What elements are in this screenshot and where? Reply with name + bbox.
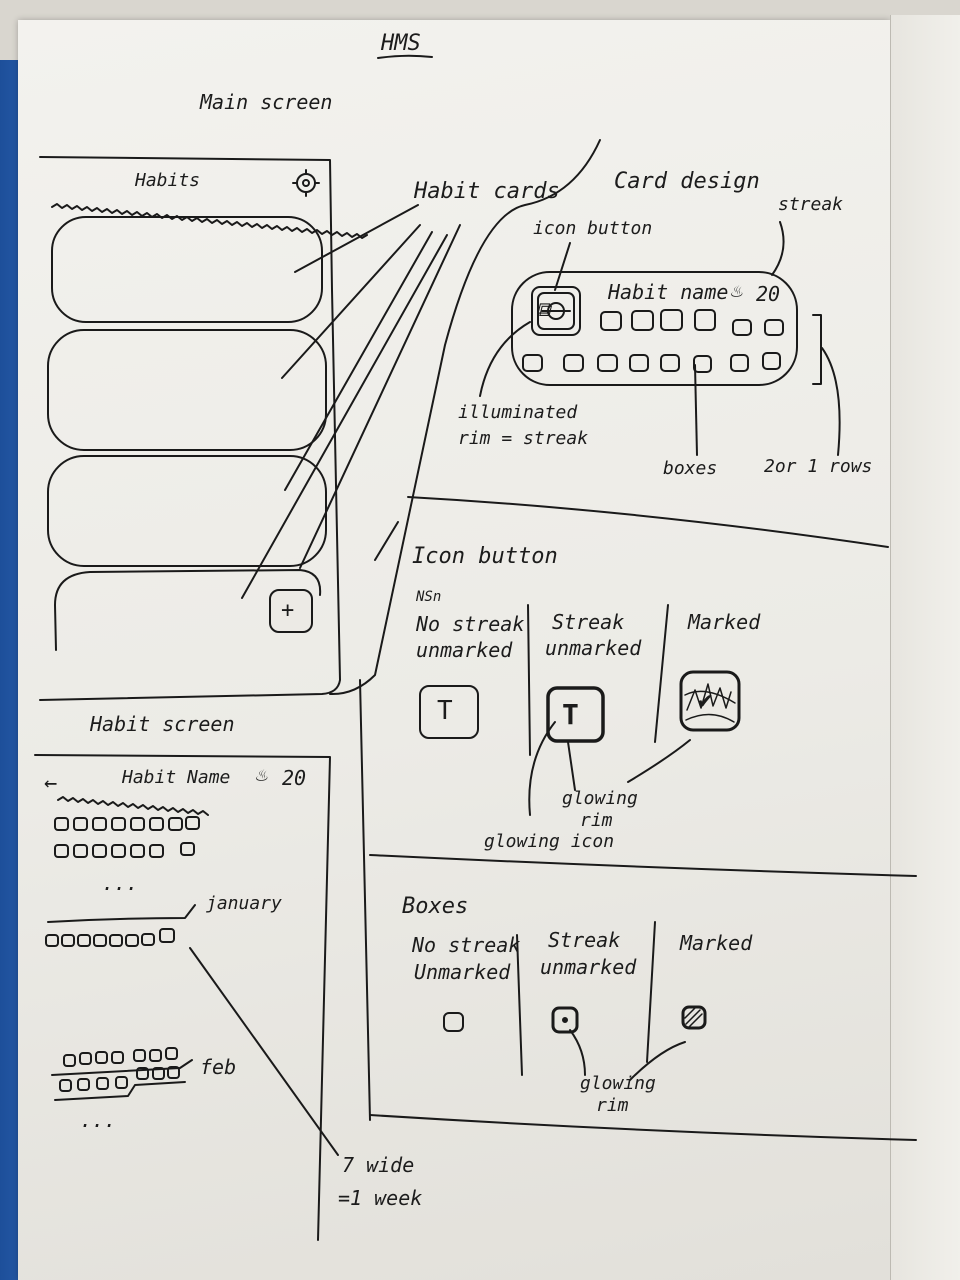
habit-card-4	[55, 570, 320, 650]
icon-state-streak	[548, 688, 603, 741]
section-divider-curve	[330, 140, 600, 694]
streak-label: streak	[778, 194, 844, 215]
back-arrow-icon[interactable]: ←	[44, 771, 58, 796]
icon-state-1-line-2: unmarked	[416, 638, 513, 662]
notebook-next-page	[890, 15, 960, 1280]
box-state-1-line-2: Unmarked	[414, 960, 511, 984]
card-design-frame	[512, 272, 797, 385]
habit-screen-ellipsis-2: ...	[80, 1108, 117, 1132]
rows-label: 2or 1 rows	[764, 456, 873, 477]
box-state-3-line-1: Marked	[680, 931, 753, 955]
icon-state-3-line-1: Marked	[688, 610, 761, 634]
card-streak-count: 20	[756, 282, 781, 306]
card-design-title: Card design	[614, 169, 760, 194]
icon-state-2-line-2: unmarked	[545, 636, 642, 660]
icon-button-section-title: Icon button	[412, 544, 558, 569]
card-habit-name: Habit name	[608, 280, 729, 304]
box-glowing-label-2: rim	[596, 1095, 629, 1116]
doc-title: HMS	[381, 31, 421, 56]
habit-screen-ellipsis: ...	[102, 871, 139, 895]
habit-screen-flame-icon: ♨	[255, 762, 268, 786]
habit-screen-label: Habit screen	[90, 712, 235, 736]
add-habit-button[interactable]: +	[281, 598, 295, 623]
week-note-line-1: 7 wide	[342, 1153, 415, 1177]
glowing-icon-label: glowing icon	[484, 831, 615, 852]
habit-cards-label: Habit cards	[414, 179, 560, 204]
box-state-2-line-2: unmarked	[540, 955, 637, 979]
main-screen-label: Main screen	[200, 90, 333, 114]
icon-state-no-streak	[420, 686, 478, 738]
box-state-1-line-1: No streak	[412, 933, 521, 957]
habit-screen-frame	[35, 755, 330, 1240]
rows-bracket	[813, 315, 821, 384]
header-underline	[52, 204, 367, 238]
illuminated-label: illuminated	[458, 402, 578, 423]
dumbbell-icon: ⧉	[536, 297, 551, 321]
box-state-no-streak	[444, 1013, 463, 1031]
glowing-rim-label-1: glowing	[562, 788, 638, 809]
box-state-marked	[683, 1007, 705, 1028]
habit-screen-name: Habit Name	[122, 767, 231, 788]
title-underline	[378, 56, 432, 58]
flame-icon: ♨	[730, 278, 743, 302]
hammer-icon-glowing[interactable]: T	[562, 698, 579, 731]
plus-icon	[270, 590, 312, 632]
icon-state-2-line-1: Streak	[552, 610, 625, 634]
habit-card-3	[48, 456, 326, 566]
icon-state-1-line-1: No streak	[416, 612, 525, 636]
glowing-rim-label-2: rim	[580, 810, 613, 831]
month-january-label: january	[206, 893, 282, 914]
habit-box-grid-1	[55, 817, 199, 857]
icon-button-label: icon button	[533, 218, 653, 239]
habit-header-underline	[58, 797, 208, 815]
card-box-row-2	[523, 353, 780, 372]
habit-card-2	[48, 330, 326, 450]
box-state-2-line-1: Streak	[548, 928, 621, 952]
main-screen-frame	[40, 157, 340, 700]
habit-box-grid-feb	[60, 1048, 179, 1091]
box-state-streak	[553, 1008, 577, 1032]
card-box-row-1	[601, 310, 783, 335]
gear-icon	[293, 170, 319, 196]
month-feb-label: feb	[200, 1055, 237, 1079]
habit-box-grid-january	[46, 929, 174, 946]
box-glowing-label-1: glowing	[580, 1073, 656, 1094]
icon-state-marked	[681, 672, 739, 730]
app-title: Habits	[135, 170, 201, 191]
boxes-label: boxes	[663, 458, 718, 479]
checkmark-icon[interactable]: ✔	[698, 686, 713, 714]
habit-screen-streak-count: 20	[282, 766, 307, 790]
scribble-text: NSn	[416, 589, 442, 605]
hammer-icon[interactable]: T	[437, 696, 453, 726]
habit-card-1	[52, 217, 322, 322]
rim-streak-label: rim = streak	[458, 428, 589, 449]
boxes-section-title: Boxes	[402, 894, 469, 919]
week-note-line-2: =1 week	[338, 1186, 423, 1210]
